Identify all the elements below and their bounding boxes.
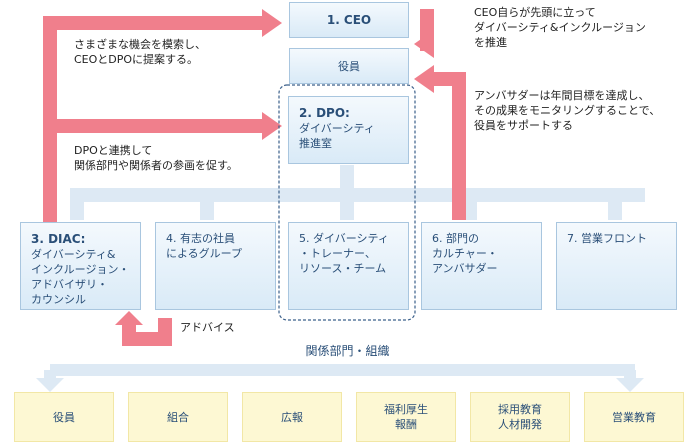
ceo-box: 1. CEO (289, 2, 409, 38)
officers-box: 役員 (289, 48, 409, 84)
group-volunteer-box: 4. 有志の社員 によるグループ (155, 222, 276, 310)
related-label: 採用教育 (498, 403, 542, 416)
related-sales-education: 営業教育 (584, 392, 684, 442)
left-note-line: さまざまな機会を模索し、 (74, 38, 206, 51)
group6-line: カルチャー・ (432, 247, 498, 260)
diac-line: アドバイザリ・ (31, 278, 108, 291)
related-officers: 役員 (14, 392, 114, 442)
officers-label: 役員 (338, 59, 360, 73)
group4-line: 4. 有志の社員 (166, 232, 235, 245)
group5-line: ・トレーナー、 (299, 247, 376, 260)
ceo-note-line: ダイバーシティ&インクルージョン (474, 21, 646, 34)
related-label: 組合 (167, 410, 189, 424)
diac-line: ダイバーシティ& (31, 248, 116, 261)
dpo-note: DPOと連携して 関係部門や関係者の参画を促す。 (74, 143, 238, 173)
diac-line: インクルージョン・ (31, 263, 130, 276)
related-label: 報酬 (395, 418, 417, 431)
related-welfare: 福利厚生 報酬 (356, 392, 456, 442)
related-label: 広報 (281, 410, 303, 424)
advice-label: アドバイス (180, 321, 235, 334)
dpo-sub: ダイバーシティ (299, 122, 375, 135)
related-union: 組合 (128, 392, 228, 442)
dpo-note-line: DPOと連携して (74, 144, 153, 157)
related-label: 人材開発 (498, 418, 542, 431)
left-note-line: CEOとDPOに提案する。 (74, 53, 199, 66)
group-ambassador-box: 6. 部門の カルチャー・ アンバサダー (421, 222, 542, 310)
ceo-note: CEO自らが先頭に立って ダイバーシティ&インクルージョン を推進 (474, 5, 646, 50)
related-pr: 広報 (242, 392, 342, 442)
dpo-box: 2. DPO: ダイバーシティ 推進室 (288, 96, 409, 164)
diac-line: カウンシル (31, 293, 86, 306)
related-hr: 採用教育 人材開発 (470, 392, 570, 442)
related-heading: 関係部門・組織 (305, 344, 390, 358)
group7-line: 7. 営業フロント (567, 232, 647, 245)
dpo-note-line: 関係部門や関係者の参画を促す。 (74, 159, 238, 172)
dpo-title: 2. DPO: (299, 106, 350, 120)
group6-line: 6. 部門の (432, 232, 479, 245)
ambassador-note-line: その成果をモニタリングすることで、 (474, 104, 661, 117)
group-diac-box: 3. DIAC: ダイバーシティ& インクルージョン・ アドバイザリ・ カウンシ… (20, 222, 141, 310)
group-sales-front-box: 7. 営業フロント (556, 222, 677, 310)
dpo-sub: 推進室 (299, 137, 332, 150)
left-note: さまざまな機会を模索し、 CEOとDPOに提案する。 (74, 37, 206, 67)
ceo-note-line: を推進 (474, 36, 507, 49)
ceo-note-line: CEO自らが先頭に立って (474, 6, 596, 19)
related-label: 福利厚生 (384, 403, 428, 416)
ambassador-note-line: アンバサダーは年間目標を達成し、 (474, 89, 650, 102)
related-label: 営業教育 (612, 410, 656, 424)
group4-line: によるグループ (166, 247, 243, 260)
group5-line: リソース・チーム (299, 262, 387, 275)
diac-title: 3. DIAC: (31, 232, 86, 246)
group5-line: 5. ダイバーシティ (299, 232, 389, 245)
related-label: 役員 (53, 410, 75, 424)
ceo-label: 1. CEO (326, 13, 372, 27)
ambassador-note-line: 役員をサポートする (474, 119, 573, 132)
group-trainer-box: 5. ダイバーシティ ・トレーナー、 リソース・チーム (288, 222, 409, 310)
group6-line: アンバサダー (432, 262, 498, 275)
ambassador-note: アンバサダーは年間目標を達成し、 その成果をモニタリングすることで、 役員をサポ… (474, 88, 660, 133)
